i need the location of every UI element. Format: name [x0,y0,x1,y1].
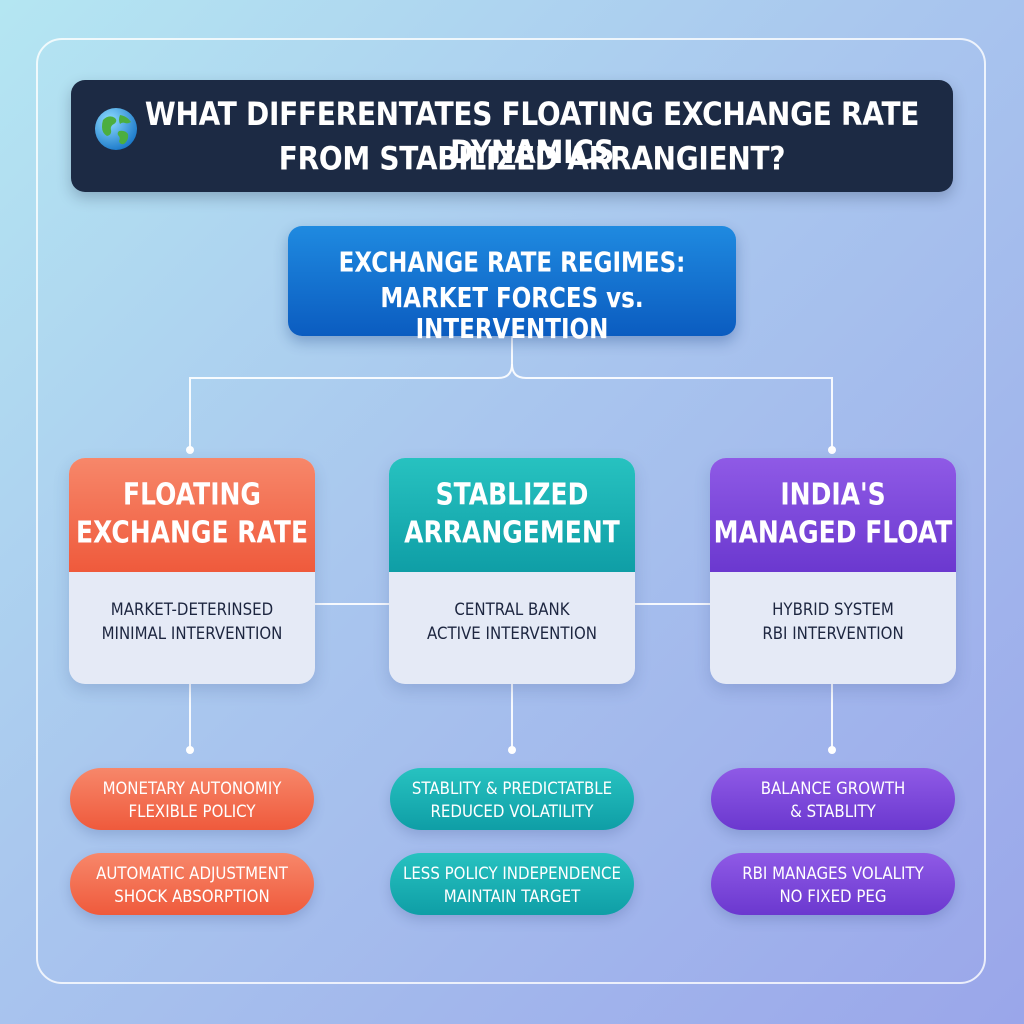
floating-rate-card: FLOATING EXCHANGE RATE MARKET-DETERINSED… [69,458,315,684]
stabilized-point-1: STABLITY & PREDICTATBLE REDUCED VOLATILI… [390,768,634,830]
floating-point-2: AUTOMATIC ADJUSTMENT SHOCK ABSORPTION [70,853,314,915]
point-line-2: FLEXIBLE POLICY [128,800,256,822]
card-body-line-2: RBI INTERVENTION [762,622,904,644]
point-line-2: & STABLITY [790,800,876,822]
point-line-2: REDUCED VOLATILITY [430,800,594,822]
card-body-line-1: MARKET-DETERINSED [110,598,274,620]
connector-dot [186,746,194,754]
point-line-2: NO FIXED PEG [779,885,887,907]
point-line-1: LESS POLICY INDEPENDENCE [402,862,622,884]
connector-dot [186,446,194,454]
stabilized-arrangement-card: STABLIZED ARRANGEMENT CENTRAL BANK ACTIV… [389,458,635,684]
point-line-1: MONETARY AUTONOMIY [102,777,282,799]
card-heading-1: STABLIZED [435,477,589,512]
card-body-line-2: MINIMAL INTERVENTION [101,622,283,644]
point-line-1: AUTOMATIC ADJUSTMENT [96,862,288,884]
card-body: MARKET-DETERINSED MINIMAL INTERVENTION [69,572,315,684]
connector-dot [508,746,516,754]
title-line-2: FROM STABILIZED ARRANGIENT? [278,139,786,178]
card-body: HYBRID SYSTEM RBI INTERVENTION [710,572,956,684]
floating-point-1: MONETARY AUTONOMIY FLEXIBLE POLICY [70,768,314,830]
card-heading-1: FLOATING [123,477,261,512]
card-heading-1: INDIA'S [780,477,886,512]
managed-float-point-1: BALANCE GROWTH & STABLITY [711,768,955,830]
card-body-line-1: CENTRAL BANK [454,598,570,620]
card-body: CENTRAL BANK ACTIVE INTERVENTION [389,572,635,684]
point-line-2: MAINTAIN TARGET [443,885,581,907]
root-line-1: EXCHANGE RATE REGIMES: [338,247,686,279]
title-banner: WHAT DIFFERENTATES FLOATING EXCHANGE RAT… [71,80,953,192]
point-line-1: RBI MANAGES VOLALITY [742,862,924,884]
root-line-2: MARKET FORCES vs. INTERVENTION [380,282,644,346]
globe-icon [95,108,137,150]
root-node: EXCHANGE RATE REGIMES: MARKET FORCES vs.… [288,226,736,345]
point-line-1: STABLITY & PREDICTATBLE [411,777,613,799]
card-heading-2: ARRANGEMENT [404,515,620,550]
root-stem-connector [189,336,513,448]
card-heading-2: EXCHANGE RATE [75,515,309,550]
connector-dot [828,446,836,454]
point-line-1: BALANCE GROWTH [760,777,906,799]
card-header: STABLIZED ARRANGEMENT [389,458,635,572]
point-line-2: SHOCK ABSORPTION [114,885,270,907]
card-header: FLOATING EXCHANGE RATE [69,458,315,572]
root-right-connector [511,363,833,448]
title-line-1: WHAT DIFFERENTATES FLOATING EXCHANGE RAT… [144,95,920,171]
connector-dot [828,746,836,754]
card-body-line-1: HYBRID SYSTEM [772,598,894,620]
india-managed-float-card: INDIA'S MANAGED FLOAT HYBRID SYSTEM RBI … [710,458,956,684]
card-heading-2: MANAGED FLOAT [713,515,953,550]
stabilized-point-2: LESS POLICY INDEPENDENCE MAINTAIN TARGET [390,853,634,915]
managed-float-point-2: RBI MANAGES VOLALITY NO FIXED PEG [711,853,955,915]
card-header: INDIA'S MANAGED FLOAT [710,458,956,572]
card-body-line-2: ACTIVE INTERVENTION [426,622,598,644]
outer-frame [36,38,986,984]
